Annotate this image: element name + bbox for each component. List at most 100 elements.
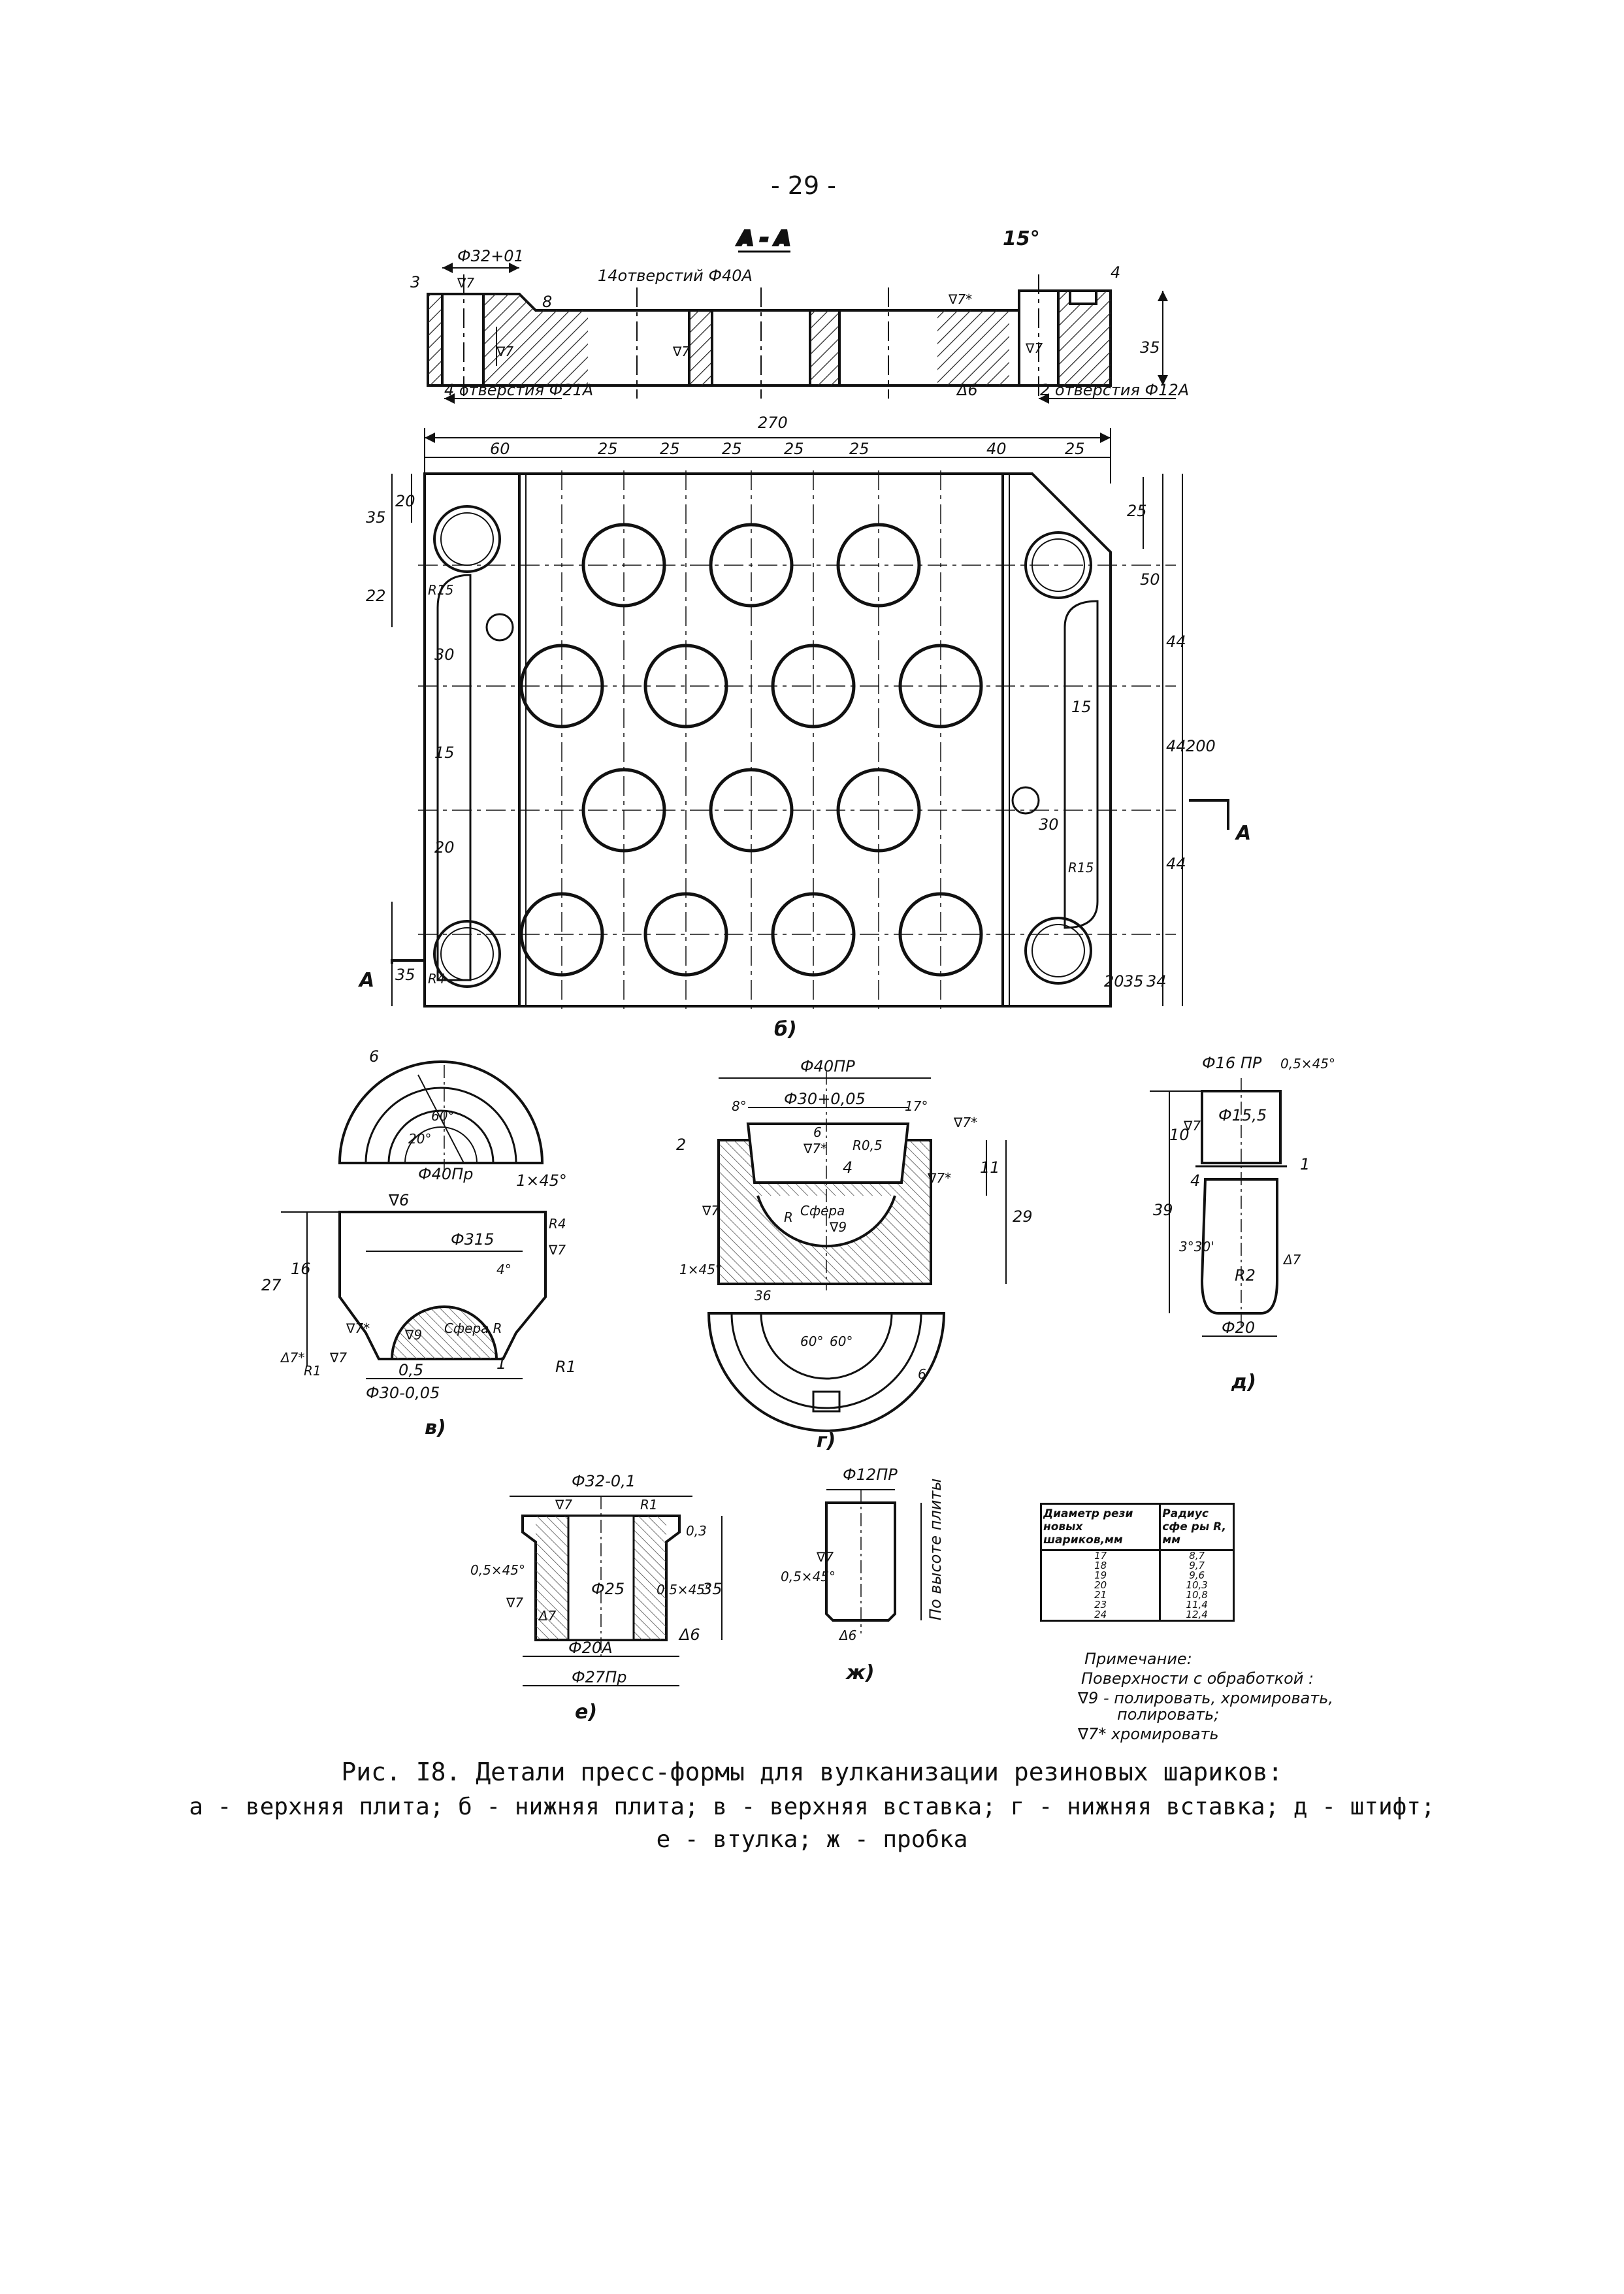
- dim-text: 4°: [496, 1262, 512, 1277]
- dim-text: 0,3: [686, 1523, 707, 1539]
- dim-text: ∇7: [1183, 1118, 1201, 1134]
- dim-text: Ф16 ПР: [1202, 1054, 1262, 1072]
- dim-text: Δ7*: [280, 1350, 304, 1366]
- figure-caption: Рис. I8. Детали пресс-формы для вулканиз…: [341, 1758, 1283, 1786]
- dim-text: По высоте плиты: [926, 1479, 945, 1620]
- table-cell: 10,8: [1186, 1589, 1208, 1601]
- dim-text: 25: [660, 440, 680, 458]
- dim-text: ∇9: [829, 1219, 847, 1235]
- dim-text: 200: [1186, 737, 1216, 755]
- table-cell: 10,3: [1186, 1579, 1208, 1591]
- dim-text: 36: [755, 1288, 771, 1303]
- dim-text: ∇7: [548, 1242, 566, 1258]
- dim-text: 3: [410, 273, 420, 291]
- dim-text: Ф32-0,1: [572, 1472, 636, 1490]
- dim-text: Ф20: [1222, 1319, 1255, 1337]
- insert-upper: 6 60° 20° Ф40Пр 1×45° ∇6 R4 Ф315 4° ∇7 2…: [261, 1047, 576, 1439]
- plan-view: 270 60 25 25 25 25 25 40 25: [358, 414, 1251, 1041]
- ball-size-table: Диаметр рези новых шариков,мм Радиус сфе…: [1040, 1503, 1235, 1622]
- dim-text: R15: [428, 582, 453, 598]
- dim-text: 60: [490, 440, 510, 458]
- dim-text: 4: [1111, 263, 1120, 282]
- pin: Ф16 ПР 0,5×45° 10 ∇7 Ф15,5 1 4 39 3°30' …: [1150, 1054, 1335, 1394]
- figure-caption-legend: а - верхняя плита; б - нижняя плита; в -…: [189, 1794, 1435, 1820]
- dim-text: ∇7*: [803, 1141, 827, 1156]
- dim-text: 8°: [732, 1098, 747, 1114]
- table-cell: 12,4: [1186, 1609, 1208, 1620]
- table-cell: 21: [1042, 1590, 1161, 1600]
- dim-text: ∇9: [404, 1327, 422, 1343]
- table-row: 21 10,8: [1042, 1590, 1233, 1600]
- dim-text: 44: [1166, 737, 1186, 755]
- dim-text: 10: [1169, 1126, 1190, 1144]
- dim-text: 6: [918, 1366, 926, 1382]
- table-cell: 23: [1042, 1600, 1161, 1610]
- dim-text: Ф30-0,05: [366, 1384, 440, 1402]
- figure-caption-legend: е - втулка; ж - пробка: [656, 1826, 968, 1853]
- dim-text: 34: [1146, 972, 1167, 991]
- table-cell: 11,4: [1186, 1599, 1208, 1611]
- dim-text: ∇7: [457, 275, 474, 291]
- dim-text: 30: [1039, 815, 1059, 834]
- view-label: д): [1231, 1371, 1256, 1394]
- dim-text: 1: [496, 1354, 506, 1373]
- dim-text: 35: [702, 1580, 723, 1598]
- dim-text: 44: [1166, 855, 1186, 873]
- dim-text: Ф27Пр: [572, 1668, 626, 1686]
- dim-text: ∇7: [496, 344, 513, 359]
- dim-text: Ф20А: [568, 1639, 613, 1657]
- dim-text: 2: [676, 1136, 686, 1154]
- table-cell: 17: [1042, 1550, 1161, 1561]
- dim-text: 1×45°: [679, 1262, 722, 1277]
- dim-text: Ф40Пр: [418, 1165, 473, 1183]
- dim-text: 39: [1153, 1201, 1173, 1219]
- dim-text: 27: [261, 1276, 282, 1294]
- dim-text: 35: [395, 966, 415, 984]
- dim-text: Ф40ПР: [800, 1057, 855, 1075]
- table-row: 23 11,4: [1042, 1600, 1233, 1610]
- dim-text: ∇7*: [953, 1115, 977, 1130]
- dim-text: 0,5: [398, 1361, 423, 1379]
- dim-text: 15°: [1003, 227, 1040, 250]
- view-label: е): [575, 1701, 597, 1724]
- dim-text: ∇7: [702, 1203, 719, 1219]
- dim-text: 25: [722, 440, 742, 458]
- table-cell: 8,7: [1189, 1550, 1205, 1562]
- dim-text: Ф25: [591, 1580, 625, 1598]
- dim-text: R2: [1235, 1266, 1256, 1285]
- note-line: полировать;: [1117, 1705, 1220, 1724]
- dim-text: 4 отверстия Ф21А: [444, 381, 593, 399]
- plug: Ф12ПР 0,5×45° ∇7 Δ6 По высоте плиты ж): [781, 1466, 945, 1684]
- table-header: Радиус сфе ры R, мм: [1160, 1505, 1233, 1551]
- dim-text: 8: [542, 293, 552, 311]
- dim-text: 14отверстий Ф40А: [598, 267, 753, 285]
- dim-text: 20: [1104, 972, 1124, 991]
- table-cell: 9,7: [1189, 1560, 1205, 1571]
- dim-text: ∇7: [329, 1350, 347, 1366]
- dim-text: ∇7*: [927, 1170, 951, 1186]
- table-header: Диаметр рези новых шариков,мм: [1042, 1505, 1161, 1551]
- dim-text: 22: [366, 587, 386, 605]
- dim-text: 3°30': [1179, 1239, 1214, 1254]
- dim-text: R1: [640, 1497, 658, 1513]
- dim-text: 25: [1065, 440, 1085, 458]
- dim-text: 20: [434, 838, 455, 857]
- dim-text: 1: [1300, 1155, 1310, 1173]
- dim-text: Ф30+0,05: [784, 1090, 866, 1108]
- note-line: ∇7* хромировать: [1078, 1725, 1219, 1743]
- dim-text: 0,5×45°: [1280, 1056, 1335, 1072]
- dim-text: 6: [369, 1047, 379, 1066]
- dim-text: 25: [1127, 502, 1147, 520]
- dim-text: Δ6: [838, 1628, 856, 1643]
- dim-text: 25: [849, 440, 869, 458]
- dim-text: 25: [784, 440, 804, 458]
- dim-text: Сфера R: [444, 1320, 502, 1336]
- view-label: г): [817, 1430, 836, 1452]
- dim-text: 17°: [905, 1098, 928, 1114]
- bushing: Ф32-0,1 ∇7 R1 0,3 0,5×45° Ф25 0,5×45° 35…: [470, 1472, 723, 1724]
- table-cell: 24: [1042, 1610, 1161, 1620]
